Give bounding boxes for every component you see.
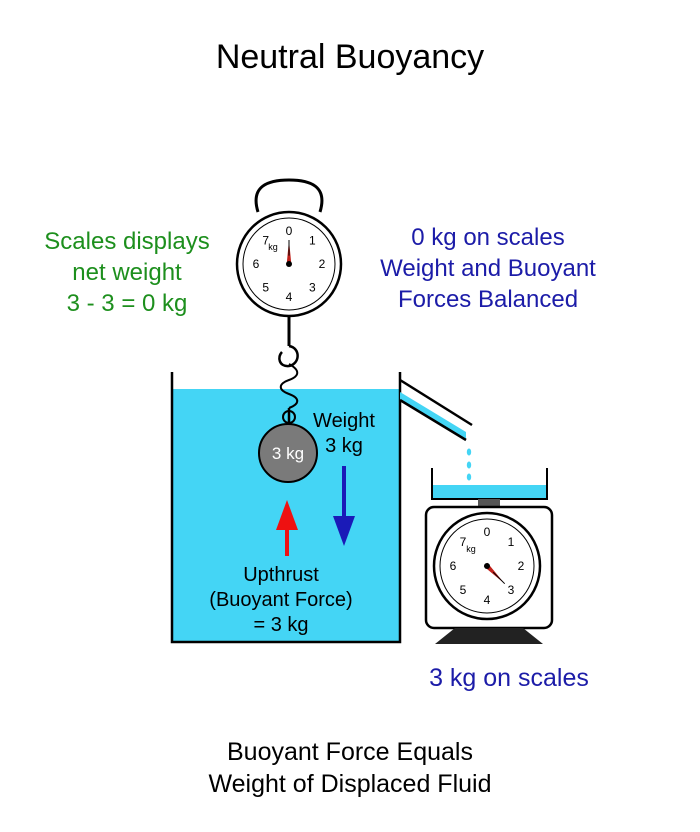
table-dial-number: 1 — [508, 535, 515, 549]
hanging-dial-pivot — [286, 261, 292, 267]
table-dial-number: 7 — [460, 535, 467, 549]
scale-pan-water — [432, 485, 547, 499]
table-dial-number: 6 — [450, 559, 457, 573]
conclusion-note: Buoyant Force Equals Weight of Displaced… — [0, 736, 700, 800]
hanging-dial-number: 6 — [253, 257, 260, 271]
upthrust-label-line2: (Buoyant Force) — [209, 589, 353, 611]
overflow-spout — [399, 378, 473, 442]
balance-note-line1: 0 kg on scales — [411, 224, 565, 251]
hanging-dial-face — [242, 217, 336, 311]
hanging-ring — [282, 410, 296, 424]
table-dial-number: 0 — [484, 525, 491, 539]
hanging-scale-handle — [254, 178, 324, 213]
upthrust-label-line1: Upthrust — [243, 564, 319, 586]
conclusion-note-line2: Weight of Displaced Fluid — [208, 770, 492, 798]
upthrust-arrow — [276, 500, 298, 556]
table-dial-unit: kg — [466, 544, 476, 554]
weight-label: Weight 3 kg — [304, 409, 384, 459]
hanging-scale-hook — [278, 344, 299, 368]
balance-note-line2: Weight and Buoyant — [380, 255, 596, 282]
hanging-dial-number: 3 — [309, 280, 316, 294]
table-dial-number: 2 — [518, 559, 525, 573]
hanging-dial-number: 0 — [286, 224, 293, 238]
scale-pan-support — [478, 499, 500, 507]
hanging-dial-number: 4 — [286, 290, 293, 304]
upthrust-label: Upthrust (Buoyant Force) = 3 kg — [186, 563, 376, 638]
table-dial-number: 5 — [460, 583, 467, 597]
hanging-dial-number: 7 — [262, 234, 269, 248]
upthrust-label-line3: = 3 kg — [253, 614, 309, 636]
weight-label-line2: 3 kg — [325, 435, 363, 457]
hanging-spring — [279, 363, 299, 409]
object-label: 3 kg — [272, 444, 304, 463]
table-dial-pivot — [484, 563, 490, 569]
hanging-dial-number: 2 — [319, 257, 326, 271]
water-droplets — [466, 448, 472, 481]
table-dial-number: 4 — [484, 593, 491, 607]
net-weight-note: Scales displays net weight 3 - 3 = 0 kg — [22, 226, 232, 319]
table-dial-face — [439, 518, 535, 614]
net-weight-note-line2: net weight — [72, 259, 182, 286]
balance-note: 0 kg on scales Weight and Buoyant Forces… — [348, 222, 628, 315]
weight-label-line1: Weight — [313, 410, 375, 432]
table-dial-needle-tip — [492, 571, 506, 585]
hanging-scale — [254, 178, 324, 424]
hanging-dial-number: 5 — [262, 280, 269, 294]
net-weight-note-line1: Scales displays — [44, 228, 210, 255]
weight-arrow — [333, 466, 355, 546]
table-dial-number: 3 — [508, 583, 515, 597]
tank-outline — [170, 372, 402, 644]
scale-reading-label: 3 kg on scales — [429, 664, 589, 692]
scale-base — [435, 628, 543, 644]
page-title: Neutral Buoyancy — [215, 38, 485, 76]
conclusion-note-line1: Buoyant Force Equals — [227, 738, 473, 766]
object-ball — [258, 423, 318, 483]
hanging-dial-number: 1 — [309, 234, 316, 248]
balance-note-line3: Forces Balanced — [397, 286, 579, 313]
net-weight-note-line3: 3 - 3 = 0 kg — [66, 290, 188, 317]
submerged-object: 3 kg — [258, 423, 318, 483]
hanging-dial-unit: kg — [268, 242, 278, 252]
